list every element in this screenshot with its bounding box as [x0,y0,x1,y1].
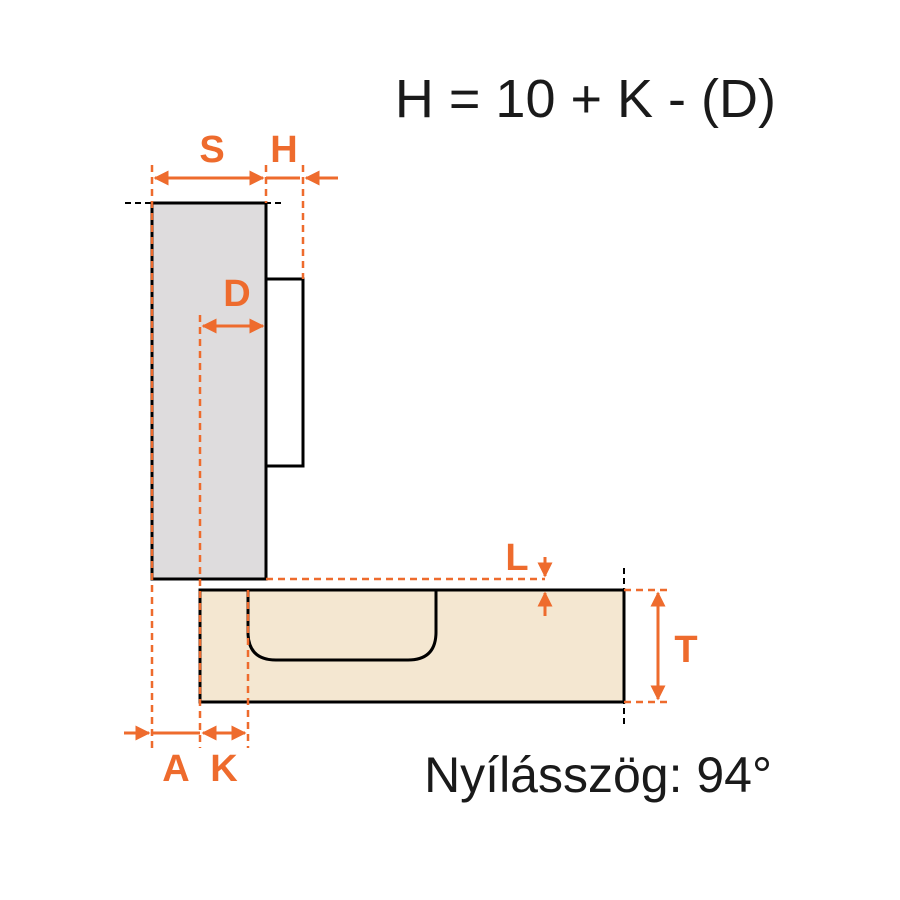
label-h: H [270,129,297,171]
extension-lines [150,165,667,748]
cabinet-panel [198,588,626,704]
label-d: D [223,273,250,315]
door-panel [150,201,268,581]
label-k: K [210,748,238,790]
label-t: T [674,629,697,671]
formula-text: H = 10 + K - (D) [395,69,776,129]
label-s: S [199,129,224,171]
opening-angle-text: Nyílásszög: 94° [424,747,772,803]
hinge-arm [264,277,305,468]
label-l: L [505,537,528,579]
hinge-cup-recess [246,590,438,662]
label-a: A [162,748,189,790]
dimension-arrows [124,170,666,741]
